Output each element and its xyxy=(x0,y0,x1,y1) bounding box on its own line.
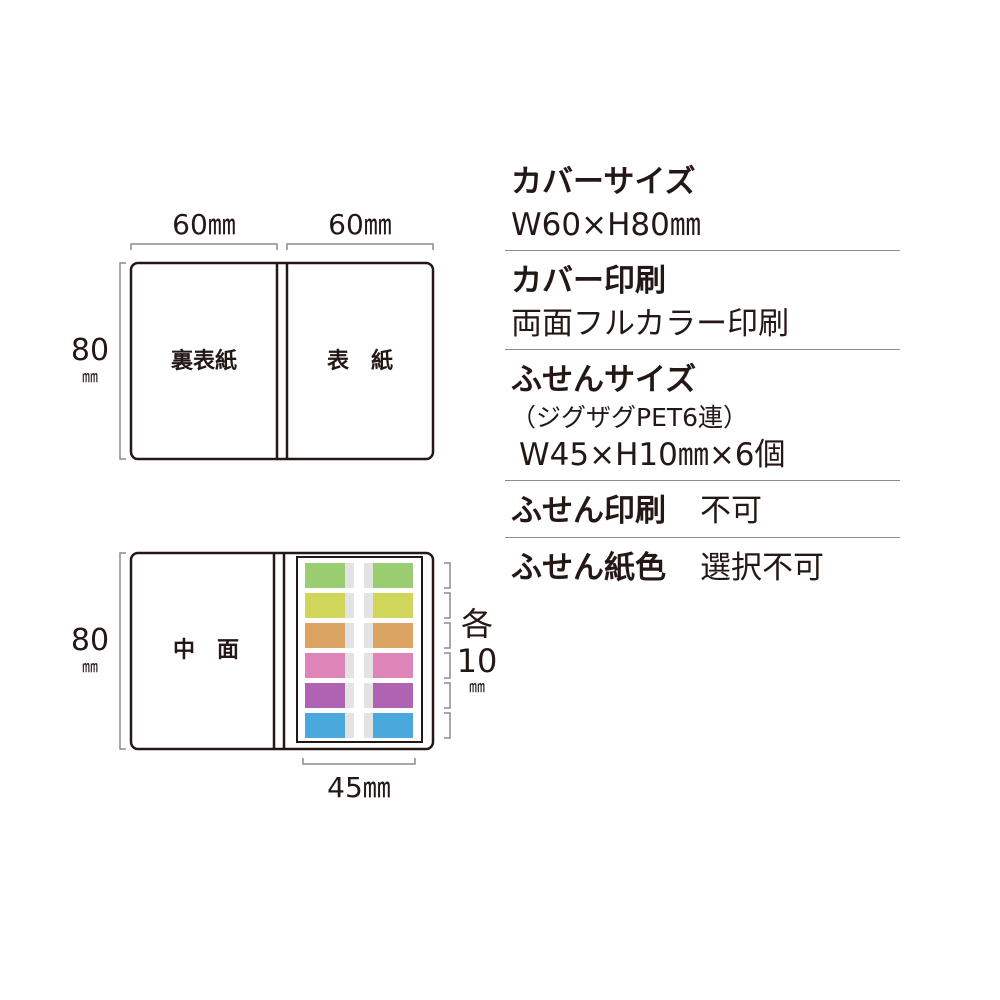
sticky-note-rows xyxy=(305,563,413,738)
row-bracket xyxy=(444,622,451,649)
width-label-left: 60㎜ xyxy=(172,208,236,241)
sticky-strip-left xyxy=(345,593,354,618)
sticky-size-sub: （ジグザグPET6連） xyxy=(511,403,749,432)
height-dimension-top xyxy=(119,262,126,460)
row-bracket xyxy=(444,682,451,709)
cover-size-title: カバーサイズ xyxy=(511,164,696,200)
sticky-color-title: ふせん紙色 xyxy=(511,550,666,586)
sticky-tab-right xyxy=(373,623,413,648)
cover-print-title: カバー印刷 xyxy=(511,263,666,299)
sticky-strip-left xyxy=(345,713,354,738)
sticky-strip-right xyxy=(364,593,373,618)
sticky-strip-right xyxy=(364,563,373,588)
sticky-size-title: ふせんサイズ xyxy=(511,362,697,398)
sticky-strip-right xyxy=(364,623,373,648)
sticky-print-title: ふせん印刷 xyxy=(511,493,666,529)
spec-sticky-color: ふせん紙色選択不可 xyxy=(505,546,900,594)
sticky-tab-right xyxy=(373,683,413,708)
height-label-top: 80 xyxy=(71,333,109,368)
sticky-strip-left xyxy=(345,563,354,588)
height-unit-bottom: ㎜ xyxy=(82,657,98,676)
height-dimension-bottom xyxy=(119,552,126,750)
sticky-tab-right xyxy=(373,593,413,618)
inside-label: 中 面 xyxy=(173,638,239,663)
sticky-tab-left xyxy=(305,623,345,648)
row-bracket xyxy=(444,652,451,679)
height-unit-top: ㎜ xyxy=(82,367,98,386)
sticky-strip-right xyxy=(364,713,373,738)
sticky-tab-right xyxy=(373,713,413,738)
row-bracket xyxy=(444,592,451,619)
back-cover-label: 裏表紙 xyxy=(171,348,237,374)
row-height-brackets xyxy=(444,562,451,739)
sticky-print-value: 不可 xyxy=(700,493,762,529)
sticky-color-value: 選択不可 xyxy=(700,550,824,586)
row-bracket xyxy=(444,712,451,739)
sticky-width-dimension xyxy=(302,758,416,765)
height-label-bottom: 80 xyxy=(71,623,109,658)
sticky-width-label: 45㎜ xyxy=(327,771,391,804)
width-dimension-left xyxy=(130,243,278,250)
sticky-strip-left xyxy=(345,623,354,648)
width-dimension-right xyxy=(286,243,434,250)
cover-print-value: 両面フルカラー印刷 xyxy=(511,306,790,342)
sticky-color-row: ふせん紙色選択不可 xyxy=(511,546,900,590)
sticky-tab-left xyxy=(305,653,345,678)
spec-sticky-size: ふせんサイズ （ジグザグPET6連） W45×H10㎜×6個 xyxy=(505,358,900,481)
sticky-tab-left xyxy=(305,683,345,708)
sticky-print-row: ふせん印刷不可 xyxy=(511,489,900,533)
sticky-tab-left xyxy=(305,593,345,618)
sticky-tab-left xyxy=(305,563,345,588)
front-cover-label: 表 紙 xyxy=(327,348,393,374)
sticky-tab-left xyxy=(305,713,345,738)
each-height-label: 10 xyxy=(457,642,498,680)
sticky-strip-left xyxy=(345,653,354,678)
sticky-size-value: W45×H10㎜×6個 xyxy=(519,437,786,473)
sticky-strip-left xyxy=(345,683,354,708)
cover-outside-view: 60㎜ 60㎜ 80 ㎜ 裏表紙 表 紙 xyxy=(71,208,435,461)
spec-list: カバーサイズ W60×H80㎜ カバー印刷 両面フルカラー印刷 ふせんサイズ （… xyxy=(505,160,900,602)
sticky-tab-right xyxy=(373,653,413,678)
cover-size-value: W60×H80㎜ xyxy=(511,207,701,243)
spec-cover-print: カバー印刷 両面フルカラー印刷 xyxy=(505,259,900,350)
sticky-tab-right xyxy=(373,563,413,588)
row-bracket xyxy=(444,562,451,589)
sticky-strip-right xyxy=(364,653,373,678)
spec-cover-size: カバーサイズ W60×H80㎜ xyxy=(505,160,900,251)
cover-inside-view: 80 ㎜ 中 面 45㎜ 各 10 ㎜ xyxy=(71,551,498,804)
spec-sticky-print: ふせん印刷不可 xyxy=(505,489,900,538)
each-label: 各 xyxy=(461,605,493,643)
sticky-strip-right xyxy=(364,683,373,708)
cover-outline xyxy=(129,261,435,461)
width-label-right: 60㎜ xyxy=(328,208,392,241)
each-height-unit: ㎜ xyxy=(469,677,485,696)
